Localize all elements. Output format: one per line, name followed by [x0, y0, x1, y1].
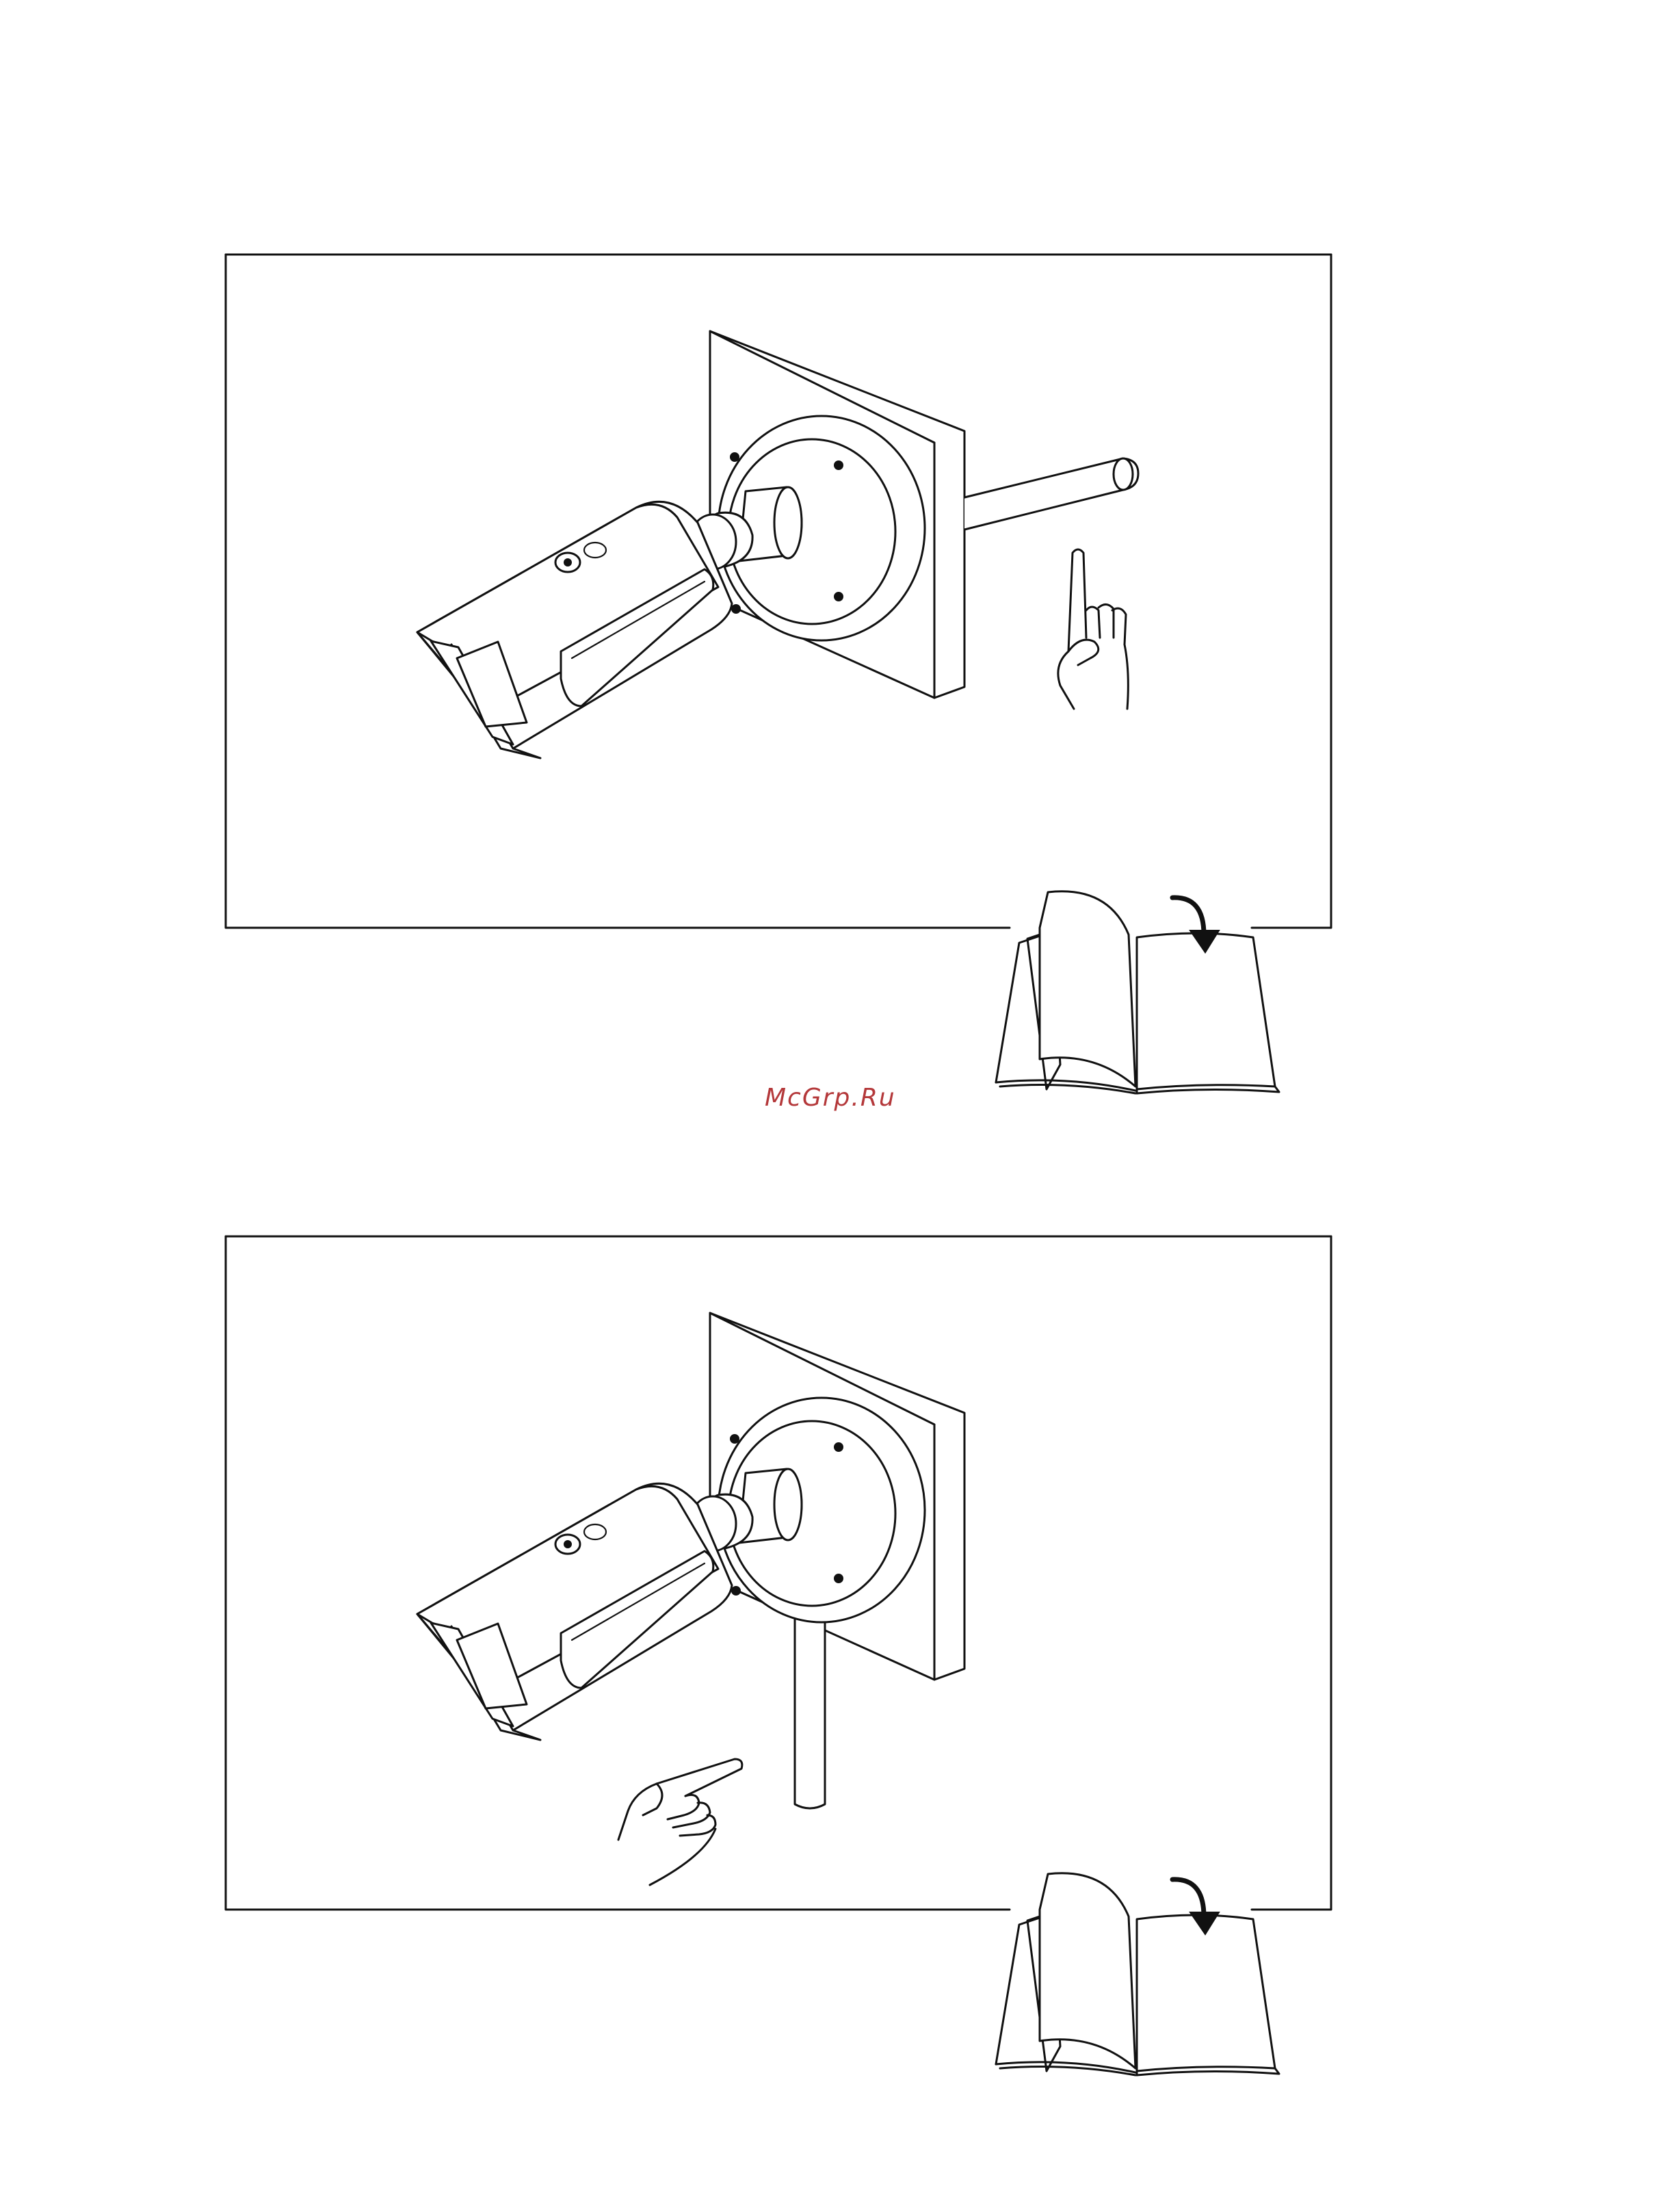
screw-icon [732, 1587, 740, 1595]
screw-icon [732, 605, 740, 613]
bullet-camera [417, 1483, 732, 1740]
open-book-icon [992, 1869, 1293, 2081]
screw-icon [834, 1574, 843, 1583]
rear-cable-rod [964, 458, 1138, 530]
screw-icon [834, 461, 843, 469]
figure-rear-cable-entry [226, 255, 1331, 928]
open-book-icon [992, 887, 1293, 1099]
watermark: McGrp.Ru [765, 1084, 896, 1112]
screw-icon [731, 453, 739, 461]
screw-icon [731, 1435, 739, 1443]
pointing-hand-icon [618, 1759, 742, 1885]
screw-icon [834, 593, 843, 601]
raised-finger-hand-icon [1058, 549, 1128, 709]
screw-icon [834, 1443, 843, 1451]
bullet-camera [417, 502, 732, 758]
figure-bottom-conduit-entry [226, 1236, 1331, 1910]
